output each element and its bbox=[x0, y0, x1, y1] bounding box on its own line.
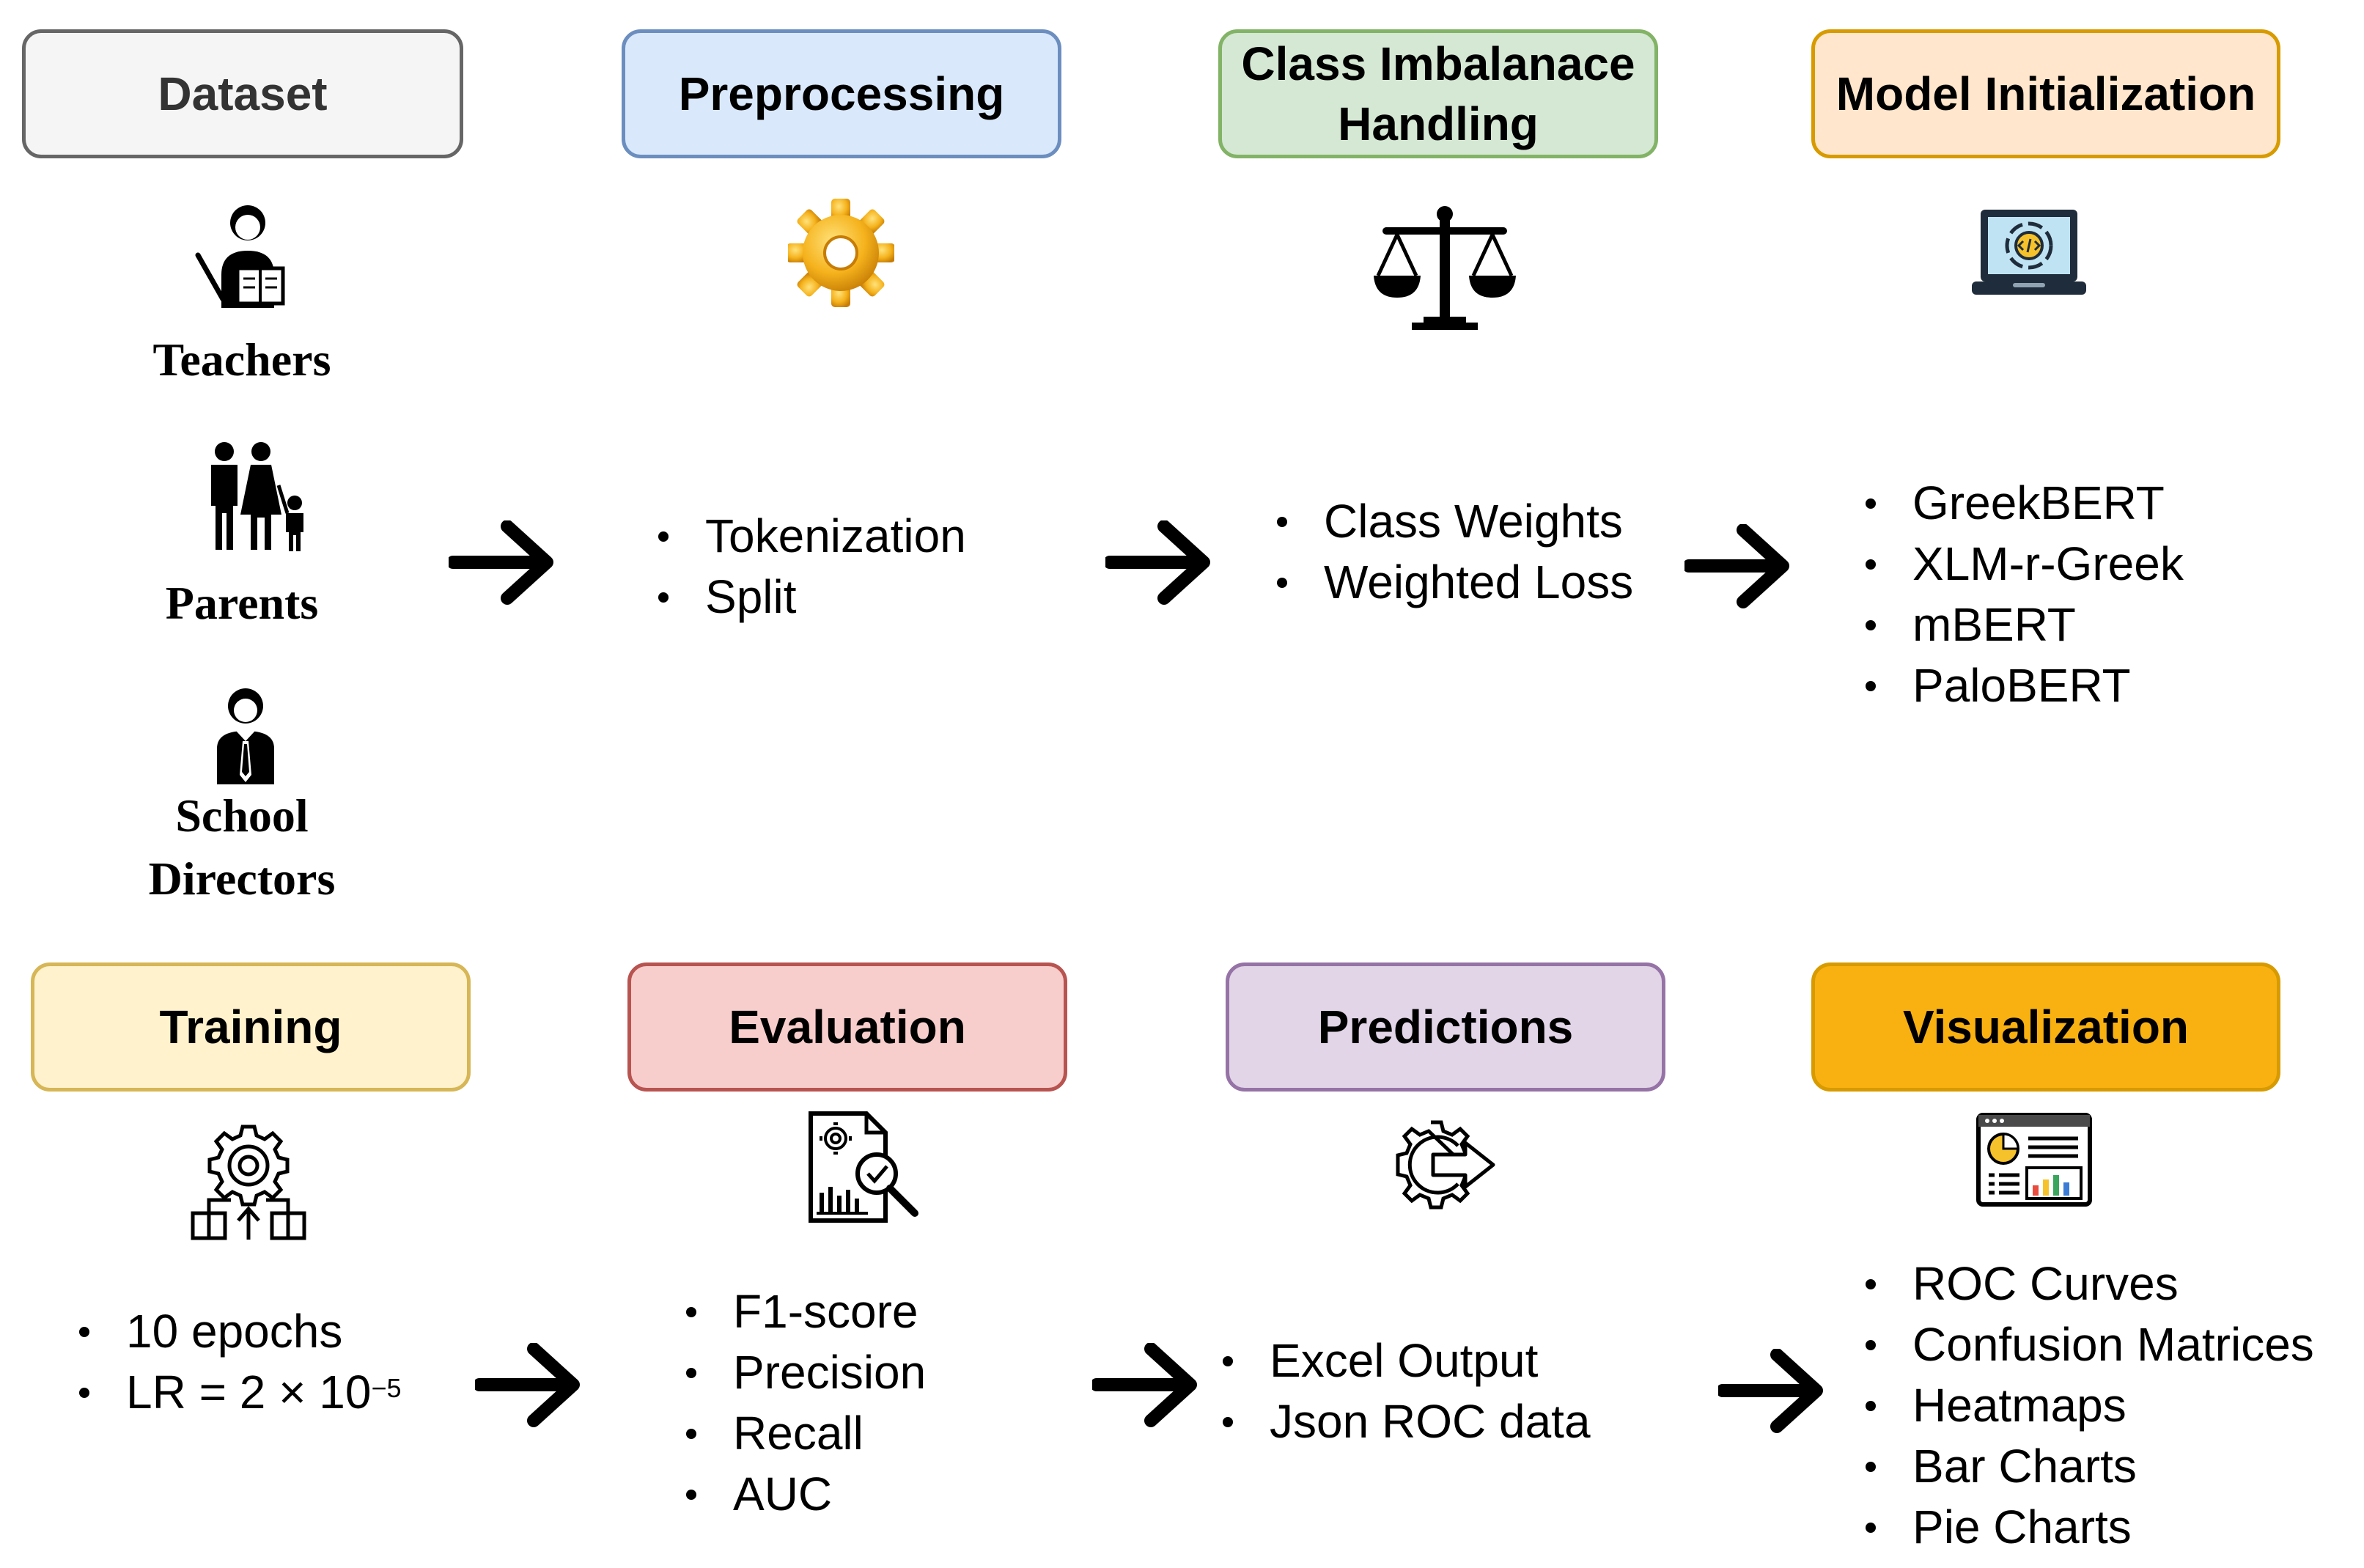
arrow-predictions-to-visualization-icon bbox=[1718, 1349, 1825, 1433]
list-item: F1-score bbox=[686, 1281, 926, 1342]
list-item: ROC Curves bbox=[1866, 1254, 2314, 1314]
list-item: Class Weights bbox=[1277, 491, 1633, 552]
school-director-icon bbox=[213, 685, 279, 784]
training-stage-box: Training bbox=[31, 962, 471, 1092]
model-init-stage-title: Model Initialization bbox=[1835, 67, 2256, 120]
preprocessing-stage-title: Preprocessing bbox=[678, 67, 1005, 120]
metrics-list: F1-score Precision Recall AUC bbox=[686, 1281, 926, 1525]
dashboard-icon bbox=[1975, 1112, 2093, 1207]
learning-rate-exponent: −5 bbox=[371, 1373, 402, 1403]
list-item: Tokenization bbox=[658, 506, 966, 567]
preprocessing-stage-box: Preprocessing bbox=[622, 29, 1061, 158]
models-list: GreekBERT XLM-r-Greek mBERT PaloBERT bbox=[1866, 473, 2184, 716]
list-item: AUC bbox=[686, 1464, 926, 1525]
preprocessing-steps-list: Tokenization Split bbox=[658, 506, 966, 627]
list-item: Json ROC data bbox=[1223, 1391, 1591, 1452]
evaluation-stage-title: Evaluation bbox=[729, 1001, 966, 1053]
training-epochs: 10 epochs bbox=[79, 1301, 402, 1362]
list-item: Bar Charts bbox=[1866, 1436, 2314, 1497]
arrow-imbalance-to-model-icon bbox=[1684, 524, 1792, 608]
arrow-preprocessing-to-imbalance-icon bbox=[1105, 520, 1212, 605]
list-item: Recall bbox=[686, 1403, 926, 1464]
list-item: PaloBERT bbox=[1866, 655, 2184, 716]
report-analysis-icon bbox=[806, 1111, 922, 1226]
list-item: Confusion Matrices bbox=[1866, 1314, 2314, 1375]
visuals-list: ROC Curves Confusion Matrices Heatmaps B… bbox=[1866, 1254, 2314, 1558]
predictions-stage-title: Predictions bbox=[1317, 1001, 1574, 1053]
arrow-evaluation-to-predictions-icon bbox=[1092, 1343, 1199, 1427]
class-imbalance-stage-box: Class Imbalanace Handling bbox=[1218, 29, 1658, 158]
training-gear-icon bbox=[187, 1118, 310, 1243]
list-item: Pie Charts bbox=[1866, 1497, 2314, 1558]
teacher-icon bbox=[192, 198, 295, 308]
training-params-list: 10 epochs LR = 2 × 10−5 bbox=[79, 1301, 402, 1423]
list-item: Weighted Loss bbox=[1277, 552, 1633, 613]
family-icon bbox=[202, 441, 315, 551]
visualization-stage-title: Visualization bbox=[1902, 1001, 2190, 1053]
list-item: Split bbox=[658, 567, 966, 627]
dataset-source-school-directors: School Directors bbox=[148, 789, 336, 905]
dataset-stage-box: Dataset bbox=[22, 29, 463, 158]
arrow-dataset-to-preprocessing-icon bbox=[449, 520, 556, 605]
training-learning-rate: LR = 2 × 10−5 bbox=[79, 1362, 402, 1423]
dataset-source-teachers: Teachers bbox=[152, 334, 331, 386]
list-item: Heatmaps bbox=[1866, 1375, 2314, 1436]
list-item: Precision bbox=[686, 1342, 926, 1403]
list-item: GreekBERT bbox=[1866, 473, 2184, 534]
dataset-source-parents: Parents bbox=[165, 577, 319, 629]
imbalance-methods-list: Class Weights Weighted Loss bbox=[1277, 491, 1633, 613]
dataset-stage-title: Dataset bbox=[158, 67, 328, 120]
gear-export-icon bbox=[1389, 1118, 1498, 1212]
visualization-stage-box: Visualization bbox=[1811, 962, 2280, 1092]
evaluation-stage-box: Evaluation bbox=[627, 962, 1067, 1092]
list-item: mBERT bbox=[1866, 595, 2184, 655]
list-item: Excel Output bbox=[1223, 1330, 1591, 1391]
list-item: XLM-r-Greek bbox=[1866, 534, 2184, 595]
training-stage-title: Training bbox=[159, 1001, 342, 1053]
laptop-code-icon bbox=[1969, 207, 2089, 302]
predictions-stage-box: Predictions bbox=[1226, 962, 1665, 1092]
arrow-training-to-evaluation-icon bbox=[475, 1343, 582, 1427]
model-init-stage-box: Model Initialization bbox=[1811, 29, 2280, 158]
gear-icon bbox=[788, 194, 894, 312]
class-imbalance-stage-title: Class Imbalanace Handling bbox=[1241, 37, 1635, 150]
outputs-list: Excel Output Json ROC data bbox=[1223, 1330, 1591, 1452]
learning-rate-base: LR = 2 × 10 bbox=[126, 1366, 372, 1418]
balance-scale-icon bbox=[1371, 205, 1519, 330]
